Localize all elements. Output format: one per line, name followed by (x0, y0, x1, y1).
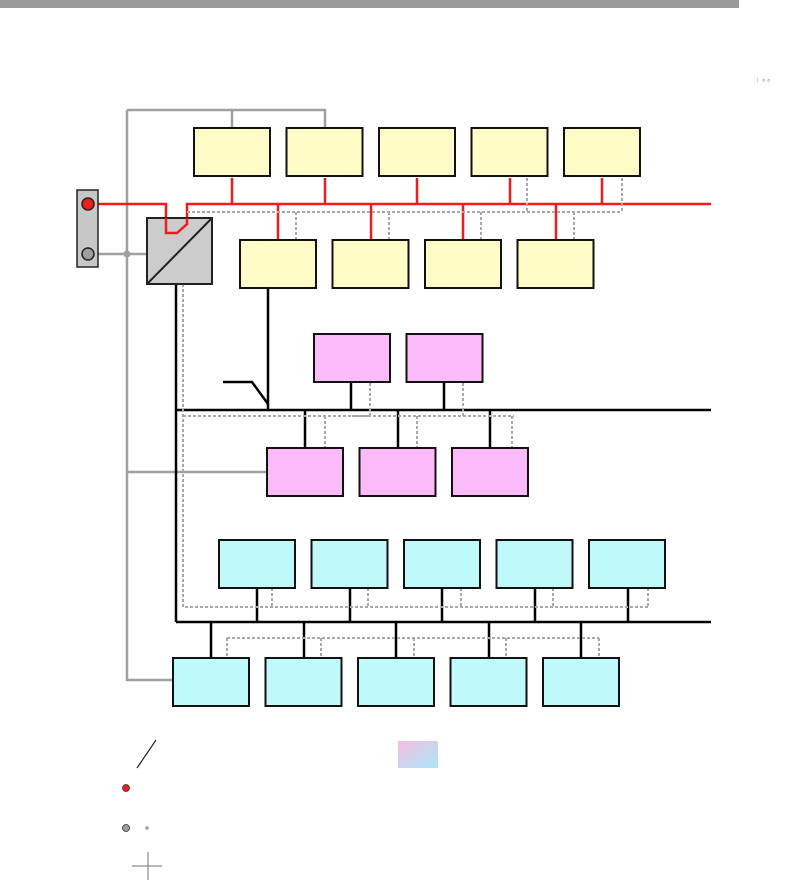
dotted-signal-lines (182, 178, 649, 658)
gray-feeder-lines (98, 108, 327, 682)
cyan-panel-bottom (357, 657, 435, 707)
pink-panel-bottom (358, 447, 437, 497)
panel-layer (172, 127, 666, 707)
yellow-panel-top (470, 127, 549, 177)
cyan-panel-bottom (542, 657, 620, 707)
top-bar (0, 0, 739, 8)
red-dot-icon (122, 784, 130, 792)
pink-panel-top (313, 333, 391, 383)
cyan-panel-top (588, 539, 666, 589)
yellow-panel-bottom (239, 239, 317, 289)
color-swatch-icon (398, 741, 438, 768)
pink-panel-bottom (451, 447, 529, 497)
diagonal-line-icon (136, 739, 157, 769)
pink-panel-bottom (266, 447, 344, 497)
yellow-panel-bottom (331, 239, 410, 289)
source-terminal-box-icon (76, 189, 99, 268)
cyan-panel-top (310, 539, 389, 589)
crosshair-icon (132, 852, 162, 880)
yellow-panel-top (285, 127, 364, 177)
cyan-panel-top (403, 539, 481, 589)
junction-dot (123, 250, 131, 258)
cyan-panel-top (218, 539, 296, 589)
cyan-panel-bottom (264, 657, 343, 707)
cyan-panel-top (495, 539, 574, 589)
gray-dot-icon (122, 824, 130, 832)
cyan-panel-bottom (172, 657, 250, 707)
yellow-panel-bottom (516, 239, 595, 289)
yellow-panel-bottom (424, 239, 502, 289)
cyan-panel-bottom (449, 657, 528, 707)
corner-mark-icon: ⁝ ∘∘ (756, 76, 772, 85)
yellow-panel-top (563, 127, 641, 177)
yellow-panel-top (193, 127, 271, 177)
yellow-panel-top (378, 127, 456, 177)
small-gray-dot-icon (145, 826, 149, 830)
pink-panel-top (405, 333, 484, 383)
black-buses (174, 284, 711, 658)
legend (122, 739, 438, 880)
transformer-icon (146, 217, 213, 285)
